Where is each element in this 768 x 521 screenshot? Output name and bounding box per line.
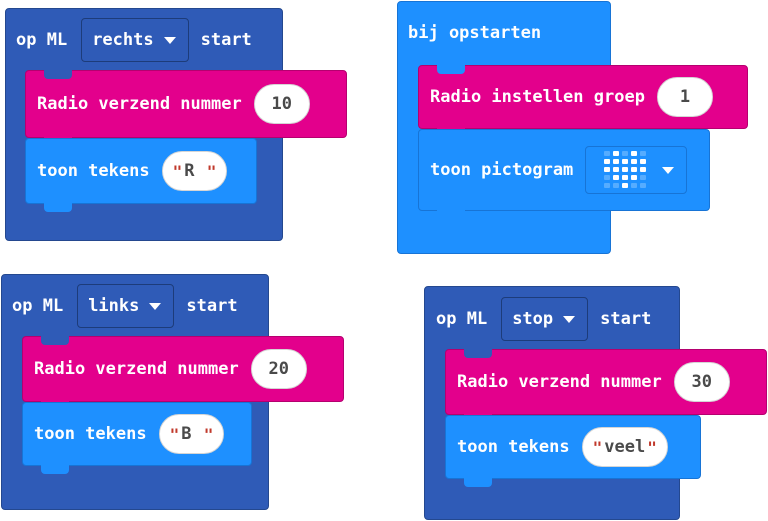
block-tab [437, 210, 465, 219]
ml-event-header: op ML links start [12, 284, 238, 328]
open-quote: " [169, 424, 180, 444]
block-tab [41, 465, 69, 474]
block-notch [464, 349, 492, 358]
ml-option-dropdown[interactable]: links [77, 284, 175, 328]
text-input[interactable]: " veel " [581, 427, 668, 467]
chevron-down-icon [563, 315, 576, 323]
block-notch [41, 336, 69, 345]
show-string-label: toon tekens [37, 161, 150, 181]
ml-event-block-rechts[interactable]: op ML rechts start Radio verzend nummer … [5, 8, 347, 241]
text-input[interactable]: " R " [161, 151, 228, 191]
text-value: R [184, 161, 205, 181]
text-input[interactable]: " B " [158, 414, 225, 454]
close-quote: " [647, 437, 657, 457]
ml-option-value: links [88, 296, 140, 316]
ml-option-value: stop [512, 309, 554, 329]
chevron-down-icon [163, 36, 176, 44]
show-string-block[interactable]: toon tekens " veel " [445, 415, 701, 487]
show-string-block[interactable]: toon tekens " R " [25, 138, 257, 212]
ml-event-prefix: op ML [12, 296, 64, 316]
number-input[interactable]: 10 [253, 84, 310, 124]
show-icon-label: toon pictogram [430, 160, 574, 180]
ml-event-header: op ML stop start [436, 297, 651, 341]
ml-option-dropdown[interactable]: stop [501, 297, 589, 341]
ml-event-block-links[interactable]: op ML links start Radio verzend nummer 2… [1, 274, 344, 510]
radio-set-group-block[interactable]: Radio instellen groep 1 [418, 65, 748, 137]
ml-option-value: rechts [92, 30, 154, 50]
radio-send-label: Radio verzend nummer [34, 359, 239, 379]
radio-send-number-block[interactable]: Radio verzend nummer 30 [445, 349, 767, 423]
radio-send-number-block[interactable]: Radio verzend nummer 10 [25, 70, 347, 146]
number-input[interactable]: 20 [250, 349, 307, 389]
text-value: veel [604, 437, 646, 457]
close-quote: " [203, 424, 214, 444]
block-notch [437, 65, 465, 74]
ml-option-dropdown[interactable]: rechts [81, 18, 189, 62]
icon-dropdown[interactable] [585, 146, 688, 194]
block-tab [44, 203, 72, 212]
show-string-label: toon tekens [34, 424, 147, 444]
number-input[interactable]: 30 [673, 362, 730, 402]
ml-event-prefix: op ML [16, 30, 68, 50]
show-string-label: toon tekens [457, 437, 570, 457]
heart-icon [604, 151, 647, 188]
on-start-header: bij opstarten [408, 13, 541, 53]
ml-event-prefix: op ML [436, 309, 488, 329]
open-quote: " [592, 437, 603, 457]
radio-send-label: Radio verzend nummer [37, 94, 242, 114]
text-value: B [181, 424, 202, 444]
block-notch [44, 70, 72, 79]
radio-set-group-label: Radio instellen groep [430, 87, 645, 107]
ml-event-block-stop[interactable]: op ML stop start Radio verzend nummer 30… [424, 286, 768, 520]
chevron-down-icon [662, 166, 675, 174]
radio-send-number-block[interactable]: Radio verzend nummer 20 [22, 336, 344, 410]
ml-event-suffix: start [186, 296, 238, 316]
ml-event-header: op ML rechts start [16, 18, 252, 62]
on-start-label: bij opstarten [408, 23, 542, 43]
show-icon-block[interactable]: toon pictogram [418, 129, 710, 219]
radio-send-label: Radio verzend nummer [457, 372, 662, 392]
chevron-down-icon [149, 302, 162, 310]
show-string-block[interactable]: toon tekens " B " [22, 402, 252, 474]
on-start-block[interactable]: bij opstarten Radio instellen groep 1 to… [397, 1, 748, 254]
ml-event-suffix: start [200, 30, 252, 50]
open-quote: " [172, 161, 183, 181]
ml-event-suffix: start [600, 309, 652, 329]
close-quote: " [206, 161, 217, 181]
group-number-input[interactable]: 1 [656, 77, 713, 117]
block-tab [464, 478, 492, 487]
